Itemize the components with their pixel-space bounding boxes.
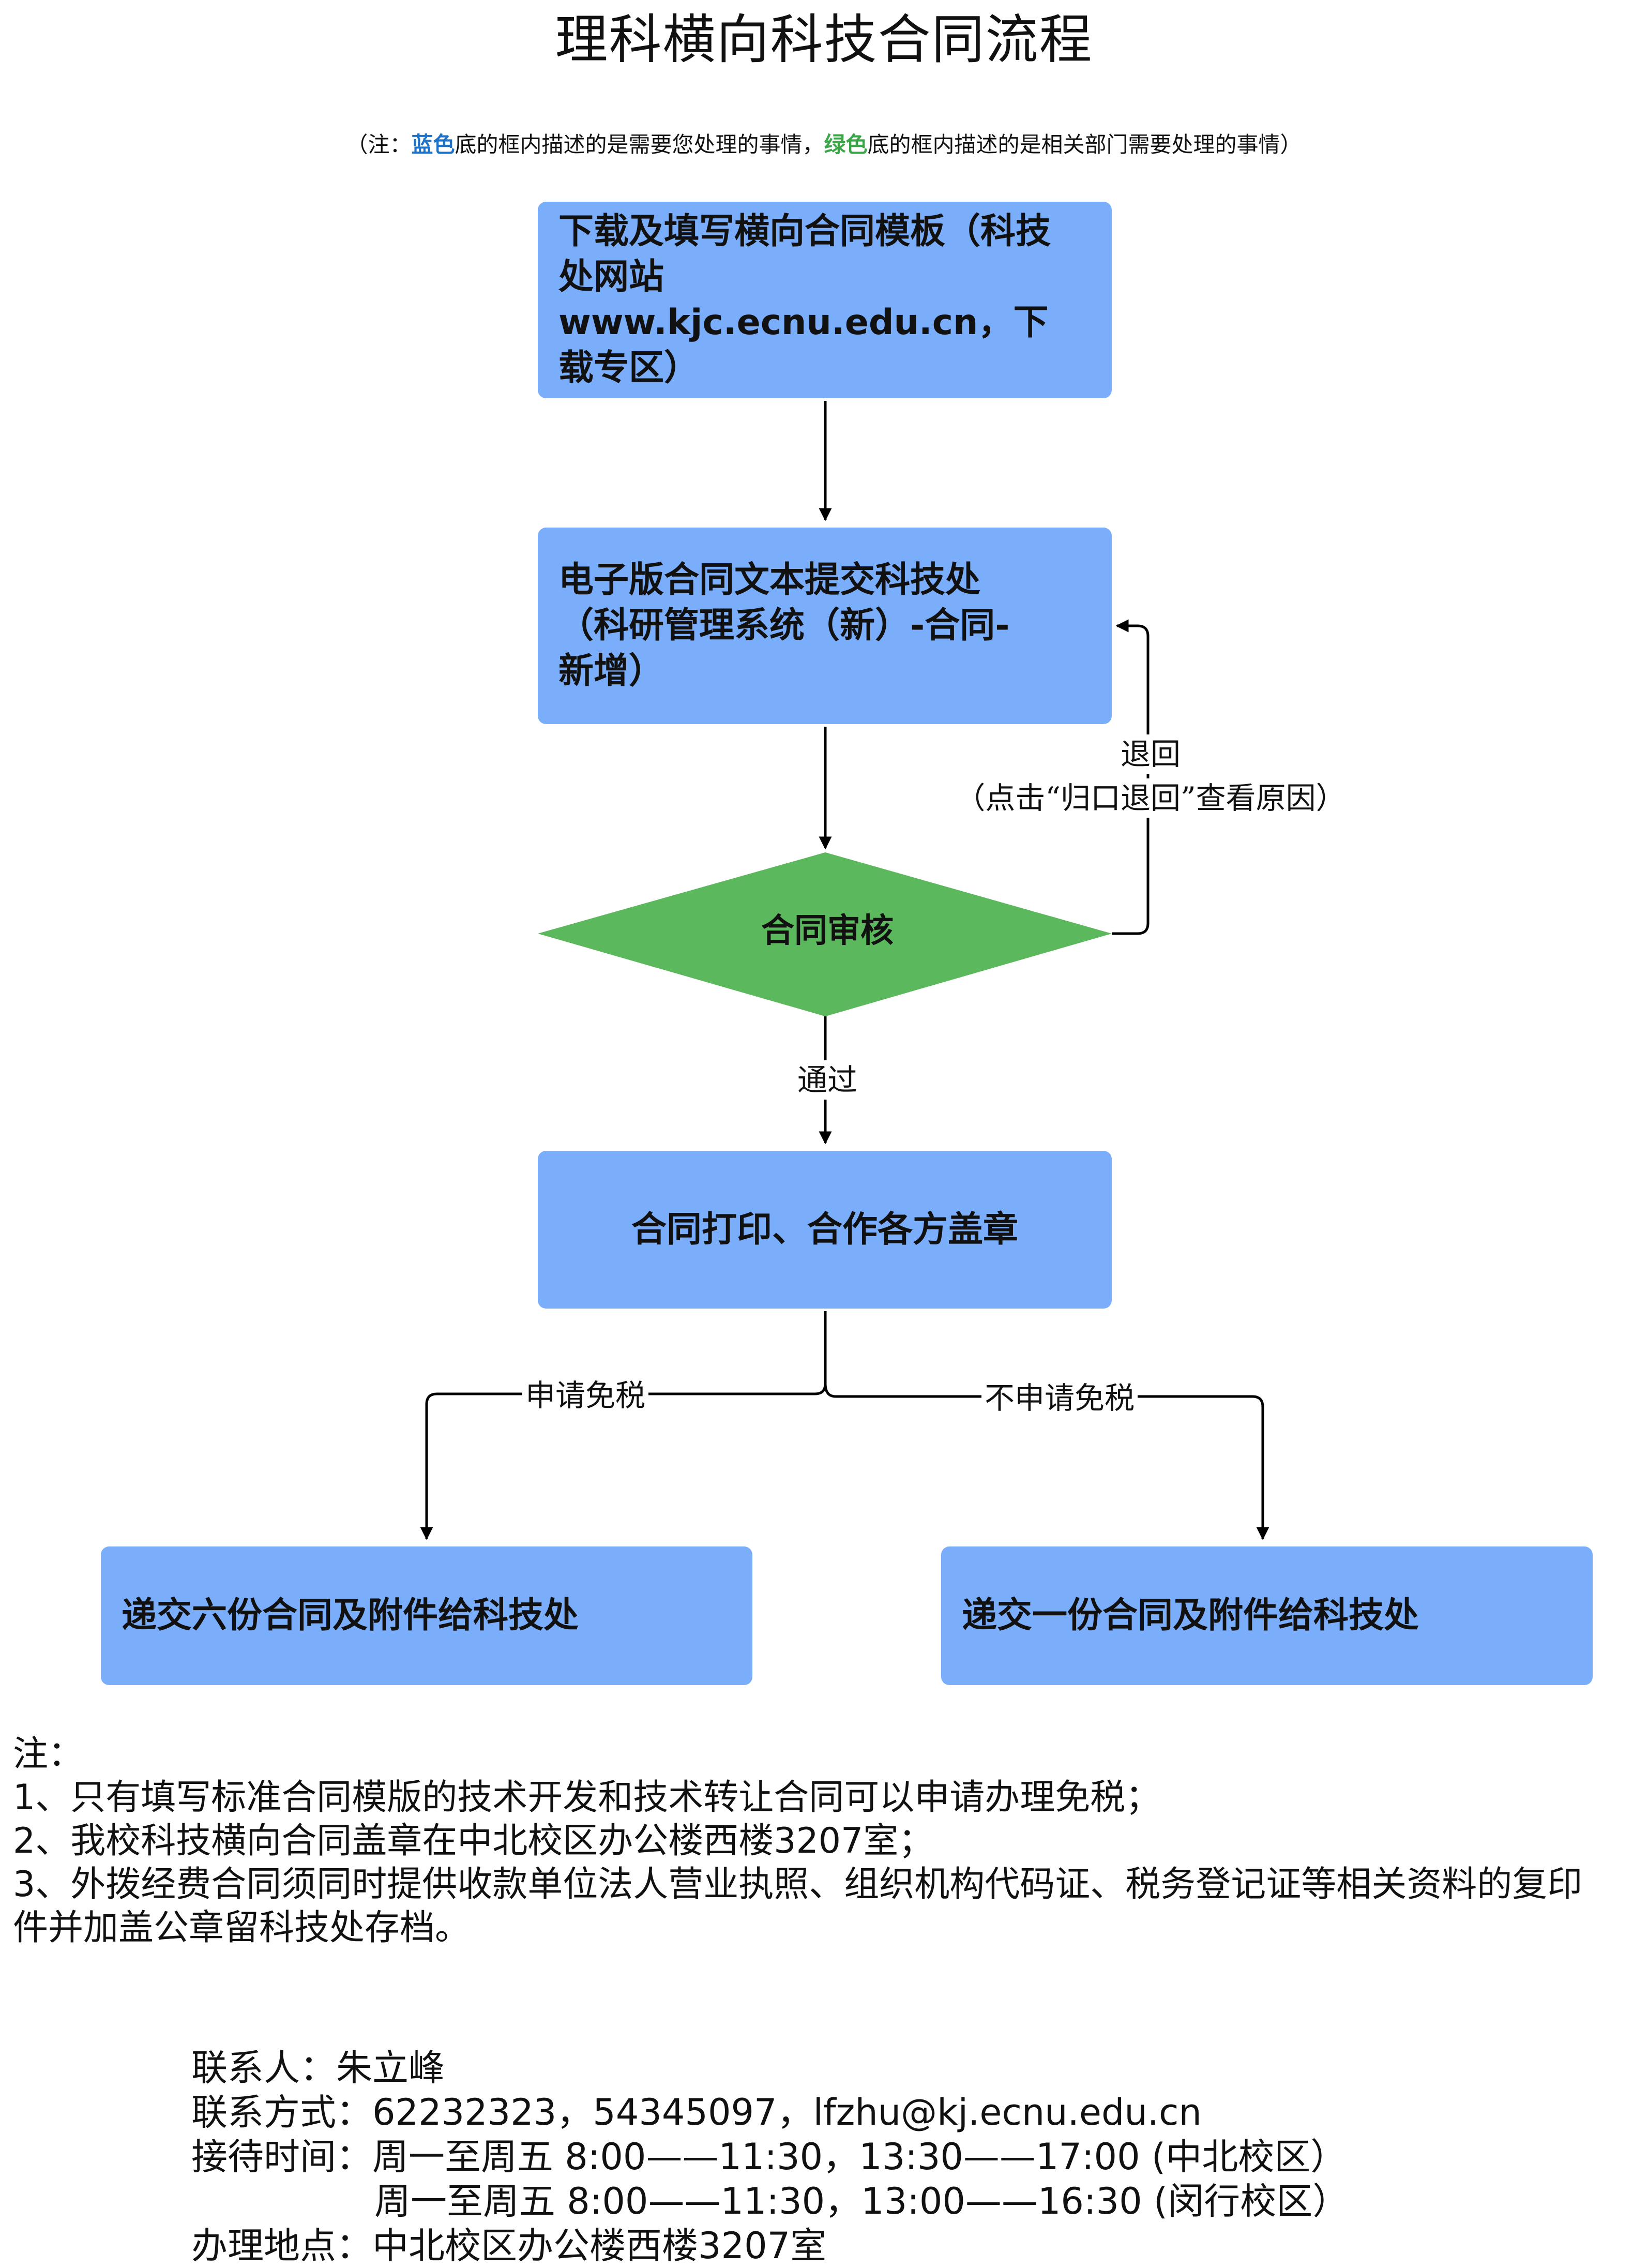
contact-section: 联系人：朱立峰 联系方式：62232323，54345097，lfzhu@kj.… bbox=[191, 2046, 1349, 2268]
notes-heading: 注： bbox=[13, 1734, 84, 1775]
no-exempt-label: 不申请免税 bbox=[981, 1378, 1138, 1418]
note-item-2: 2、我校科技横向合同盖章在中北校区办公楼西楼3207室； bbox=[13, 1821, 934, 1861]
one-copy-label: 递交一份合同及附件给科技处 bbox=[962, 1595, 1419, 1636]
pass-label: 通过 bbox=[781, 1060, 874, 1100]
color-legend: （注：蓝色底的框内描述的是需要您处理的事情，绿色底的框内描述的是相关部门需要处理… bbox=[0, 129, 1648, 160]
return-reason-label: （点击“归口退回”查看原因） bbox=[905, 778, 1396, 818]
page-title: 理科横向科技合同流程 bbox=[555, 9, 1093, 71]
submit-line-1: 电子版合同文本提交科技处 bbox=[558, 560, 981, 600]
legend-blue-word: 蓝色 bbox=[411, 132, 455, 157]
legend-green-word: 绿色 bbox=[824, 132, 868, 157]
apply-exempt-label: 申请免税 bbox=[522, 1376, 649, 1415]
arrow-to-one-copy bbox=[824, 1383, 1269, 1540]
six-copies-box: 递交六份合同及附件给科技处 bbox=[101, 1546, 752, 1685]
download-line-2: 处网站www.kjc.ecnu.edu.cn，下 bbox=[558, 257, 1049, 343]
note-item-1: 1、只有填写标准合同模版的技术开发和技术转让合同可以申请办理免税； bbox=[13, 1777, 1161, 1818]
legend-end: 底的框内描述的是相关部门需要处理的事情） bbox=[867, 132, 1302, 157]
one-copy-box: 递交一份合同及附件给科技处 bbox=[941, 1546, 1593, 1685]
notes-section: 注： 1、只有填写标准合同模版的技术开发和技术转让合同可以申请办理免税； 2、我… bbox=[13, 1733, 1637, 1950]
note-item-4: 件并加盖公章留科技处存档。 bbox=[13, 1907, 471, 1948]
download-line-3: 载专区） bbox=[558, 348, 700, 388]
return-label: 退回 bbox=[1099, 734, 1202, 774]
submit-contract-box: 电子版合同文本提交科技处 （科研管理系统（新）-合同- 新增） bbox=[538, 528, 1112, 724]
legend-mid: 底的框内描述的是需要您处理的事情， bbox=[455, 132, 824, 157]
submit-line-2: （科研管理系统（新）-合同- bbox=[558, 605, 1010, 646]
legend-open: （注： bbox=[346, 132, 412, 157]
note-item-3: 3、外拨经费合同须同时提供收款单位法人营业执照、组织机构代码证、税务登记证等相关… bbox=[13, 1864, 1583, 1905]
contact-person: 联系人：朱立峰 bbox=[191, 2047, 445, 2089]
download-line-1: 下载及填写横向合同模板（科技 bbox=[558, 211, 1051, 252]
contact-hours-2: 周一至周五 8:00——11:30，13:00——16:30 (闵行校区） bbox=[374, 2180, 1349, 2222]
review-diamond bbox=[538, 852, 1112, 1016]
print-stamp-box: 合同打印、合作各方盖章 bbox=[538, 1151, 1112, 1309]
print-label: 合同打印、合作各方盖章 bbox=[631, 1209, 1018, 1250]
contact-phone: 联系方式：62232323，54345097，lfzhu@kj.ecnu.edu… bbox=[191, 2091, 1202, 2134]
review-label: 合同审核 bbox=[761, 912, 894, 950]
download-template-box: 下载及填写横向合同模板（科技 处网站www.kjc.ecnu.edu.cn，下 … bbox=[538, 202, 1112, 398]
contact-hours-1: 接待时间：周一至周五 8:00——11:30，13:30——17:00 (中北校… bbox=[191, 2136, 1347, 2178]
six-copies-label: 递交六份合同及附件给科技处 bbox=[122, 1595, 579, 1636]
arrow-to-six-copies bbox=[420, 1311, 827, 1540]
contact-location: 办理地点：中北校区办公楼西楼3207室 bbox=[191, 2225, 827, 2267]
submit-line-3: 新增） bbox=[558, 651, 664, 692]
